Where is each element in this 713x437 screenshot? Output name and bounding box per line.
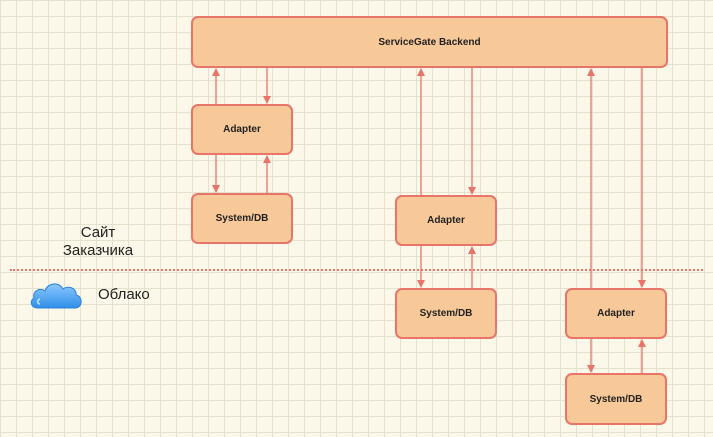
backend-label: ServiceGate Backend [378, 36, 481, 48]
cloud-icon [30, 283, 82, 309]
customer-site-label: Сайт Заказчика [48, 224, 148, 260]
adapter-label: Adapter [597, 308, 635, 319]
system-db-box-3: System/DB [565, 373, 667, 425]
site-cloud-divider [10, 269, 703, 271]
system-db-label: System/DB [589, 393, 643, 405]
servicegate-backend-box: ServiceGate Backend [191, 16, 668, 68]
adapter-label: Adapter [223, 124, 261, 135]
adapter-box-1: Adapter [191, 104, 293, 155]
system-db-box-2: System/DB [395, 288, 497, 339]
adapter-box-2: Adapter [395, 195, 497, 246]
adapter-label: Adapter [427, 215, 465, 226]
system-db-label: System/DB [215, 213, 269, 224]
cloud-label: Облако [98, 286, 150, 303]
system-db-box-1: System/DB [191, 193, 293, 244]
customer-site-line-2: Заказчика [62, 242, 134, 259]
customer-site-line-1: Сайт [80, 224, 116, 241]
adapter-box-3: Adapter [565, 288, 667, 339]
system-db-label: System/DB [419, 308, 473, 319]
